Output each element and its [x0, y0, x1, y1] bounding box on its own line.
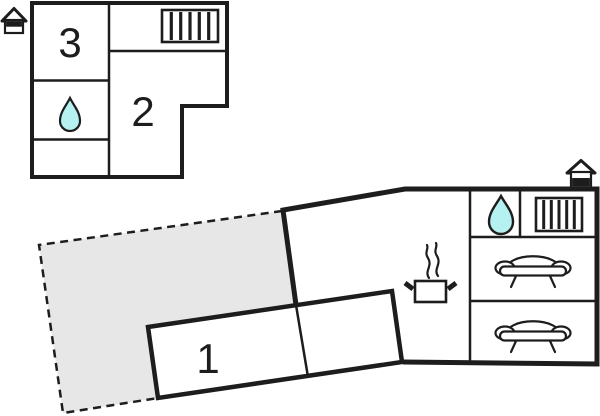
room-2-label: 2 — [131, 88, 154, 135]
building-outline — [280, 186, 600, 367]
house-door-band — [572, 178, 590, 187]
upper-interior-walls — [32, 3, 227, 177]
radiator-icon — [160, 8, 220, 44]
terrace-area — [39, 211, 296, 413]
cooking-pot-icon — [403, 241, 458, 304]
room-3-label: 3 — [58, 19, 81, 66]
house-door-band — [6, 21, 22, 27]
water-drop-icon — [487, 193, 515, 236]
upper-outer-walls — [30, 1, 229, 179]
room-1-label: 1 — [196, 335, 219, 382]
house-icon — [0, 7, 28, 35]
sofa-icon — [494, 255, 572, 289]
radiator-icon — [534, 196, 584, 233]
house-icon — [565, 159, 597, 190]
lower-interior-walls — [294, 189, 597, 378]
steam-icon — [425, 241, 440, 280]
sofa-icon — [494, 320, 572, 354]
water-drop-icon — [58, 95, 82, 133]
room-1-block — [145, 288, 405, 401]
terrace-dashed-border — [37, 209, 283, 415]
lower-floor-plan: 1 — [37, 159, 600, 415]
upper-floor-plan: 3 2 — [0, 1, 229, 179]
